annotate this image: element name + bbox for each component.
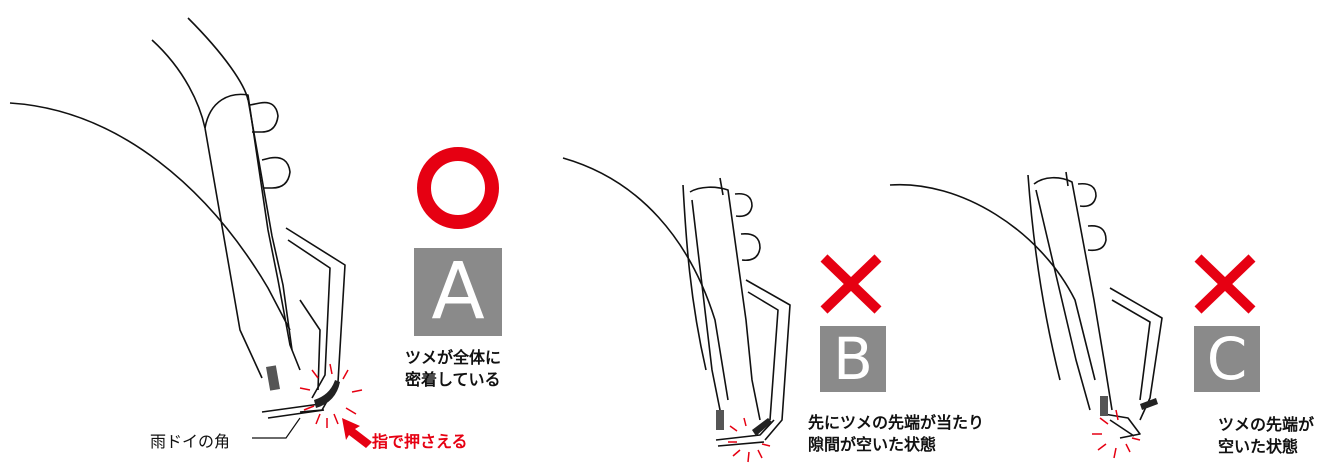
- bracket-tip-c: [1100, 396, 1108, 416]
- caption-a: ツメが全体に 密着している: [405, 347, 501, 391]
- contact-sparkle-c: [1092, 409, 1141, 459]
- bolt-bottom-c: [1087, 224, 1107, 252]
- press-with-finger-label: 指で押さえる: [372, 432, 468, 451]
- gutter-corner-label: 雨ドイの角: [150, 432, 231, 451]
- bolt-top-a: [249, 101, 279, 133]
- gutter-corner-leader: [252, 417, 301, 439]
- gutter-edge-c: [1103, 413, 1141, 439]
- bracket-illustration-b: [562, 157, 791, 447]
- bolt-bottom-b: [740, 232, 761, 262]
- caption-c-line-1: ツメの先端が: [1218, 415, 1315, 434]
- bracket-plate-inner-b: [691, 199, 723, 421]
- bracket-claw-c: [1109, 287, 1163, 421]
- caption-b-line-2: 隙間が空いた状態: [808, 435, 937, 454]
- contact-bend-c: [1140, 398, 1158, 410]
- caption-b-line-1: 先にツメの先端が当たり: [808, 413, 985, 432]
- bracket-arm-b: [682, 184, 707, 371]
- press-arrow: [342, 418, 372, 448]
- bracket-tip-a: [265, 365, 281, 391]
- bracket-arm-2-c: [1065, 171, 1069, 187]
- bolt-top-b: [734, 192, 753, 218]
- bracket-claw-inner-a: [287, 239, 331, 399]
- contact-bend-a: [314, 380, 340, 408]
- bracket-claw-inner-b: [747, 291, 779, 421]
- bracket-claw-fold-a: [299, 299, 321, 391]
- bracket-inner-line-a: [247, 98, 293, 351]
- bracket-plate-b: [689, 186, 761, 421]
- bracket-illustration-a: [9, 17, 346, 419]
- badge-b: B: [820, 326, 886, 392]
- bracket-plate-a: [204, 93, 301, 371]
- bracket-plate-c: [1033, 176, 1113, 411]
- caption-c: ツメの先端が 空いた状態: [1218, 414, 1314, 458]
- gutter-curve-c: [889, 183, 1096, 381]
- bracket-tip-b: [716, 410, 724, 430]
- ng-cross-mark-b: [820, 254, 882, 314]
- bracket-arm-inner-a: [187, 17, 249, 101]
- bracket-plate-inner-a: [204, 127, 263, 379]
- gutter-edge-b: [715, 419, 775, 441]
- ok-circle-mark: [417, 147, 499, 229]
- bolt-top-c: [1077, 182, 1097, 208]
- gutter-curve-a: [9, 102, 291, 331]
- bracket-claw-inner-c: [1111, 299, 1151, 401]
- badge-a: A: [414, 248, 502, 336]
- bracket-illustration-c: [889, 171, 1163, 439]
- contact-bend-b: [752, 418, 772, 436]
- contact-sparkle-b: [728, 417, 771, 463]
- bracket-claw-b: [745, 279, 791, 441]
- caption-a-line-1: ツメが全体に: [405, 348, 502, 367]
- caption-b: 先にツメの先端が当たり 隙間が空いた状態: [808, 412, 984, 456]
- gutter-curve-b: [562, 157, 729, 401]
- bracket-arm-outer-a: [151, 39, 206, 129]
- gutter-edge-2-b: [717, 441, 765, 447]
- bracket-plate-inner-c: [1035, 189, 1091, 411]
- bracket-arm-c: [1027, 174, 1061, 381]
- caption-c-line-2: 空いた状態: [1218, 437, 1299, 456]
- caption-a-line-2: 密着している: [405, 370, 501, 389]
- gutter-edge-2-c: [1109, 419, 1135, 437]
- badge-c: C: [1194, 326, 1260, 392]
- gutter-edge-b-a: [267, 409, 325, 419]
- bracket-arm-2-b: [719, 177, 724, 196]
- ng-cross-mark-c: [1194, 254, 1256, 314]
- bolt-bottom-a: [261, 156, 291, 189]
- contact-sparkle-a: [299, 363, 363, 428]
